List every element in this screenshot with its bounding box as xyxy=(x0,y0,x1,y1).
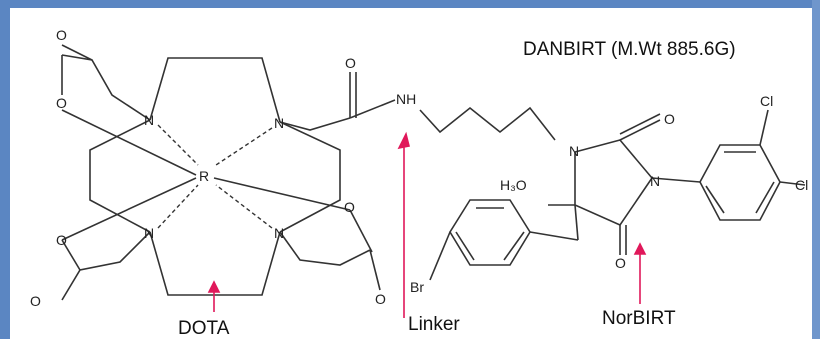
frame-border-top xyxy=(0,0,820,8)
atom-o-4: O xyxy=(30,293,41,309)
linker-label: Linker xyxy=(408,314,460,335)
atom-n-5: N xyxy=(569,143,579,159)
atom-o-1: O xyxy=(56,27,67,43)
atom-n-4: N xyxy=(274,225,284,241)
atom-nh: NH xyxy=(396,91,416,107)
annotation-arrows xyxy=(207,131,647,318)
atom-n-1: N xyxy=(144,112,154,128)
norbirt-label: NorBIRT xyxy=(602,308,676,329)
atom-n-6: N xyxy=(650,173,660,189)
atom-o-5: O xyxy=(344,199,355,215)
dota-bonds xyxy=(61,44,396,301)
atom-o-7: O xyxy=(345,55,356,71)
linker-chain xyxy=(419,106,556,141)
frame-border-left xyxy=(0,0,10,339)
atom-o-9: O xyxy=(615,255,626,271)
dota-label: DOTA xyxy=(178,318,230,339)
atom-br: Br xyxy=(410,279,424,295)
atom-cl-2: Cl xyxy=(795,177,808,193)
atom-o-6: O xyxy=(375,291,386,307)
atom-o-8: O xyxy=(664,111,675,127)
atom-cl-1: Cl xyxy=(760,93,773,109)
atom-h3o: H₃O xyxy=(500,177,527,193)
atom-r: R xyxy=(199,168,209,184)
diagram-title: DANBIRT (M.Wt 885.6G) xyxy=(523,39,736,60)
atom-o-3: O xyxy=(56,232,67,248)
coordination-bonds xyxy=(157,124,273,229)
atom-n-2: N xyxy=(274,115,284,131)
atom-o-2: O xyxy=(56,95,67,111)
frame-border-right xyxy=(812,0,820,339)
norbirt-bonds xyxy=(429,109,806,281)
atom-n-3: N xyxy=(144,225,154,241)
